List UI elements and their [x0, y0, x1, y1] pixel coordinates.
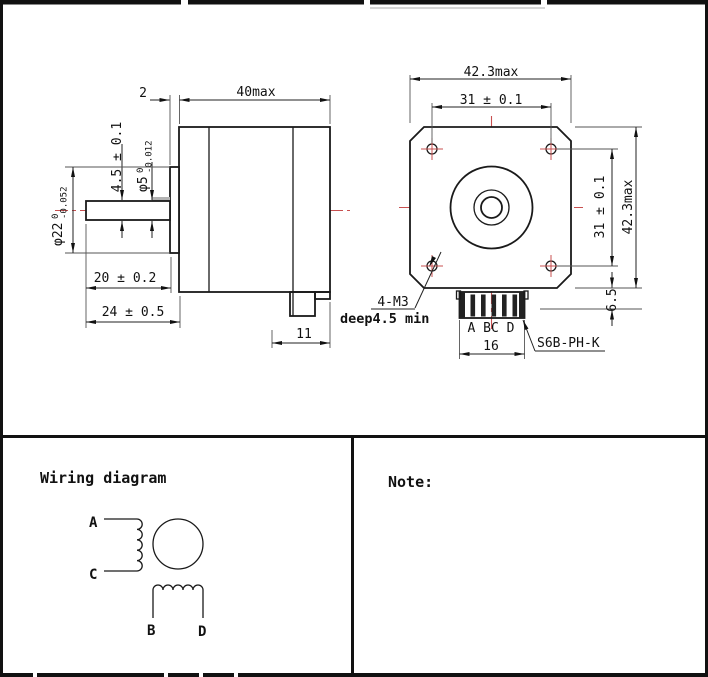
- dim-width-max: 42.3max: [464, 65, 519, 80]
- wiring-panel: Wiring diagram A C B D: [40, 469, 206, 640]
- mounting-note-arrow: [429, 256, 436, 267]
- pilot-boss: [169, 166, 180, 254]
- dim-hole-spacing-h: 31 ± 0.1: [460, 93, 523, 108]
- dim-shaft-diameter: φ5: [136, 176, 151, 192]
- front-view-dimensions: 42.3max 31 ± 0.1 31 ± 0.1 42.3max 6.5 16…: [340, 65, 642, 359]
- dim-boss-tol-upper: 0: [51, 214, 61, 219]
- coil-bd: [152, 584, 204, 591]
- connector-front: [455, 290, 529, 319]
- dim-hole-spacing-v: 31 ± 0.1: [593, 176, 608, 239]
- dim-flange-thickness: 2: [139, 86, 147, 101]
- panel-divider-vertical: [351, 436, 354, 677]
- wiring-schematic: [104, 518, 204, 618]
- wiring-panel-title: Wiring diagram: [40, 469, 166, 487]
- motor-body-side: [178, 126, 331, 293]
- dim-shaft-total: 24 ± 0.5: [102, 305, 165, 320]
- hub-circle: [473, 189, 510, 226]
- dim-boss-diameter: φ22: [51, 223, 66, 246]
- connector-pin-labels: A BC D: [468, 321, 515, 336]
- shaft-step: [152, 197, 170, 202]
- mounting-note-line1: 4-M3: [377, 295, 408, 310]
- phase-a-label: A: [89, 515, 98, 531]
- dim-connector-depth: 11: [296, 327, 312, 342]
- motor-shaft: [85, 200, 171, 221]
- side-view: [55, 126, 350, 317]
- connector-side: [289, 291, 331, 317]
- dim-body-length: 40max: [236, 85, 275, 100]
- dim-boss-tol-lower: -0.052: [60, 186, 70, 219]
- dim-shaft-tol-lower: -0.012: [145, 140, 155, 173]
- note-panel: Note:: [388, 473, 433, 491]
- dim-shaft-flat: 4.5 ± 0.1: [110, 122, 125, 192]
- dim-shaft-length: 20 ± 0.2: [94, 271, 157, 286]
- pilot-boss-circle: [449, 165, 534, 250]
- phase-d-label: D: [198, 624, 206, 640]
- shaft-circle: [480, 196, 503, 219]
- side-view-dimensions: 2 40max 4.5 ± 0.1 φ5 0 -0.012 φ22 0 -0.0…: [51, 85, 331, 348]
- front-view: A BC D: [399, 116, 583, 336]
- dim-connector-height: 6.5: [605, 288, 620, 311]
- rotor-circle: [152, 518, 204, 570]
- dim-height-max: 42.3max: [621, 179, 636, 234]
- dim-connector-width: 16: [483, 339, 499, 354]
- dim-shaft-tol-upper: 0: [136, 168, 146, 173]
- note-panel-title: Note:: [388, 473, 433, 491]
- mounting-note-line2: deep4.5 min: [340, 311, 429, 327]
- motor-body-front: [409, 126, 572, 289]
- phase-b-label: B: [147, 623, 155, 639]
- coil-ac: [136, 518, 143, 572]
- phase-c-label: C: [89, 567, 97, 583]
- connector-part-label: S6B-PH-K: [537, 336, 600, 351]
